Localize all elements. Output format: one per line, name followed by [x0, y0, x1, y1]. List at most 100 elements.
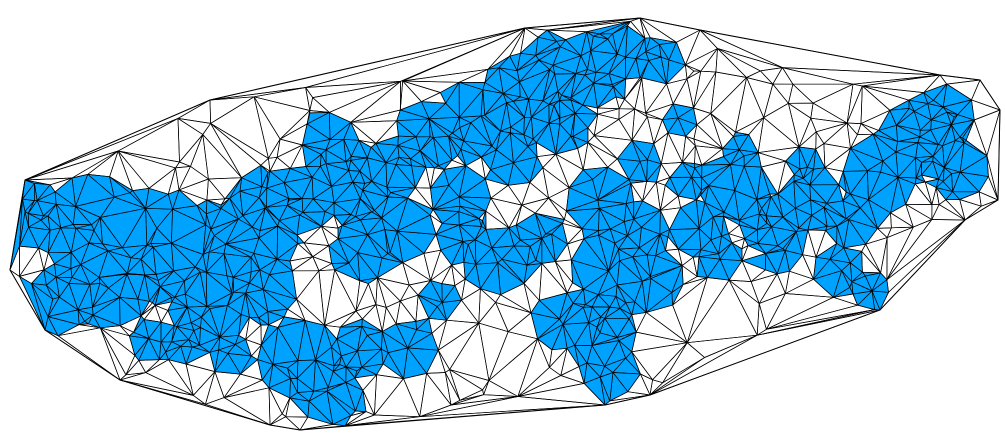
filled-triangle: [650, 265, 683, 293]
empty-triangle: [741, 245, 749, 262]
empty-triangle: [548, 197, 567, 220]
empty-triangle: [285, 416, 309, 431]
empty-triangle: [931, 204, 940, 220]
filled-triangle: [498, 55, 518, 72]
empty-triangle: [289, 243, 314, 262]
empty-triangle: [407, 187, 434, 210]
empty-triangle: [454, 278, 466, 301]
empty-triangle: [276, 144, 303, 169]
filled-triangle: [598, 208, 611, 231]
empty-triangle: [815, 131, 825, 150]
empty-triangle: [890, 212, 914, 229]
empty-triangle: [645, 304, 688, 344]
empty-triangle: [465, 156, 486, 180]
filled-triangle: [659, 209, 670, 235]
filled-triangle: [419, 137, 439, 167]
empty-triangle: [399, 284, 419, 302]
empty-triangle: [788, 102, 812, 148]
empty-triangle: [699, 29, 783, 68]
empty-triangle: [521, 182, 549, 206]
filled-triangle: [761, 196, 772, 217]
empty-triangle: [717, 48, 783, 72]
empty-triangle: [548, 187, 570, 212]
filled-triangle: [159, 341, 167, 360]
empty-triangle: [495, 302, 532, 333]
empty-triangle: [260, 164, 271, 173]
empty-triangle: [375, 120, 399, 144]
empty-triangle: [143, 304, 162, 323]
filled-triangle: [730, 164, 745, 191]
empty-triangle: [279, 123, 308, 146]
filled-triangle: [286, 198, 304, 213]
empty-triangle: [666, 78, 688, 105]
filled-triangle: [165, 345, 182, 361]
empty-triangle: [192, 371, 216, 405]
filled-triangle: [851, 281, 873, 295]
empty-triangle: [686, 279, 758, 344]
empty-triangle: [655, 177, 671, 186]
empty-triangle: [125, 355, 140, 376]
empty-triangle: [655, 181, 666, 211]
empty-triangle: [19, 245, 39, 277]
filled-triangle: [350, 198, 361, 217]
empty-triangle: [24, 118, 179, 181]
filled-triangle: [889, 108, 910, 126]
empty-triangle: [692, 256, 700, 277]
empty-triangle: [880, 237, 888, 281]
empty-triangle: [205, 397, 271, 426]
filled-triangle: [631, 139, 648, 162]
empty-triangle: [815, 122, 848, 144]
filled-triangle: [559, 113, 576, 125]
filled-triangle: [541, 233, 552, 239]
filled-triangle: [896, 124, 921, 142]
filled-triangle: [258, 187, 268, 208]
filled-triangle: [599, 20, 631, 35]
filled-triangle: [190, 316, 202, 328]
empty-triangle: [746, 70, 774, 85]
empty-triangle: [785, 270, 814, 294]
empty-triangle: [938, 199, 966, 221]
empty-triangle: [430, 167, 445, 189]
filled-triangle: [516, 52, 537, 72]
filled-triangle: [593, 73, 613, 85]
filled-triangle: [231, 277, 234, 294]
empty-triangle: [615, 96, 625, 110]
filled-triangle: [733, 134, 750, 151]
filled-triangle: [572, 302, 586, 308]
filled-triangle: [458, 196, 487, 212]
empty-triangle: [437, 322, 480, 370]
filled-triangle: [436, 302, 447, 321]
empty-triangle: [269, 413, 287, 426]
filled-triangle: [698, 228, 712, 251]
empty-triangle: [276, 138, 303, 158]
empty-triangle: [695, 194, 706, 203]
empty-triangle: [986, 155, 999, 201]
empty-triangle: [49, 177, 73, 193]
filled-triangle: [513, 146, 538, 164]
empty-triangle: [429, 214, 443, 235]
filled-triangle: [357, 326, 368, 352]
empty-triangle: [772, 83, 794, 104]
empty-triangle: [763, 83, 789, 118]
empty-triangle: [202, 123, 242, 179]
empty-triangle: [587, 127, 595, 143]
empty-triangle: [99, 327, 127, 381]
empty-triangle: [700, 48, 718, 73]
empty-triangle: [776, 270, 790, 294]
empty-triangle: [117, 118, 180, 163]
empty-triangle: [223, 373, 263, 398]
empty-triangle: [220, 198, 231, 206]
empty-triangle: [587, 135, 618, 160]
empty-triangle: [652, 342, 688, 384]
empty-triangle: [57, 324, 101, 337]
filled-triangle: [826, 200, 847, 220]
filled-triangle: [607, 33, 618, 55]
empty-triangle: [521, 197, 549, 214]
empty-triangle: [303, 242, 330, 258]
filled-triangle: [302, 139, 331, 151]
empty-triangle: [283, 308, 306, 321]
empty-triangle: [179, 134, 204, 167]
empty-triangle: [377, 277, 410, 302]
filled-triangle: [272, 364, 291, 379]
filled-blob-layer: [9, 20, 989, 427]
